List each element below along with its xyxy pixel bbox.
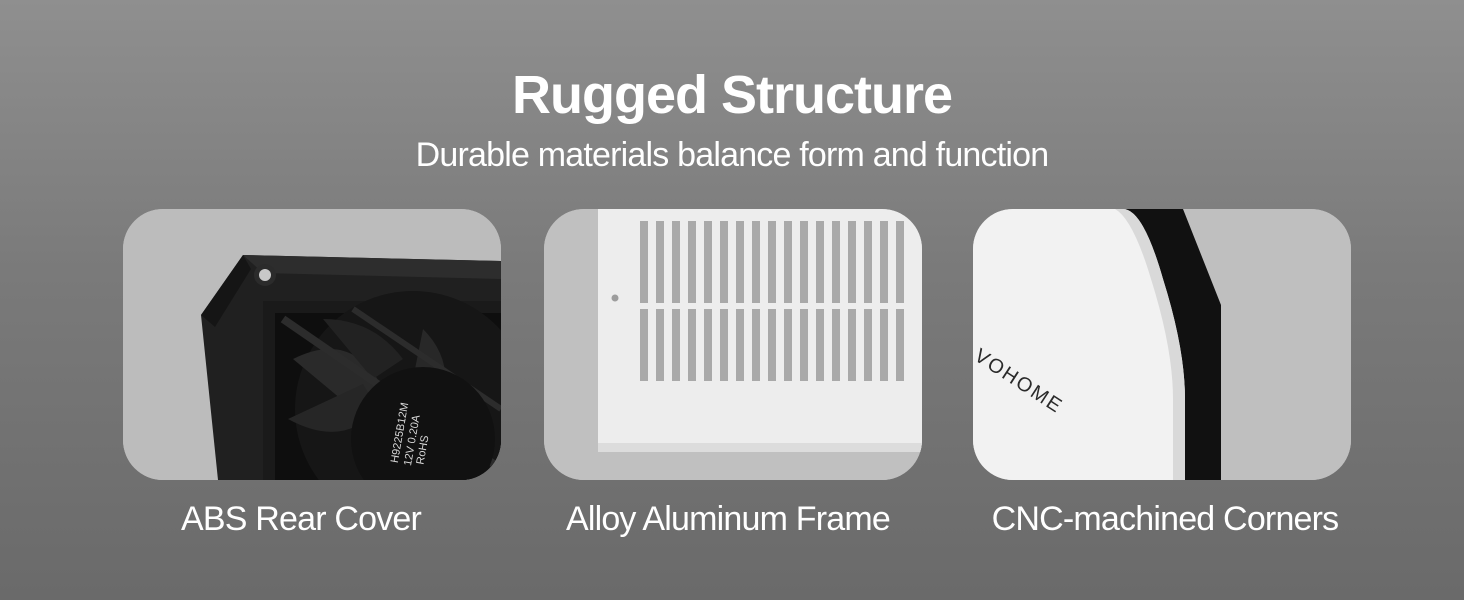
- feature-card-alloy-aluminum-frame: [544, 209, 922, 480]
- vent-slot: [672, 309, 680, 381]
- vent-slot: [816, 309, 824, 381]
- vent-slot: [800, 221, 808, 303]
- page-subtitle: Durable materials balance form and funct…: [415, 136, 1050, 174]
- feature-caption-cnc-machined-corners: CNC-machined Corners: [991, 500, 1340, 538]
- vent-slot: [768, 309, 776, 381]
- vent-slot: [640, 309, 648, 381]
- vent-slot: [832, 221, 840, 303]
- vent-slot: [736, 309, 744, 381]
- vent-slot: [752, 221, 760, 303]
- feature-caption-abs-rear-cover: ABS Rear Cover: [180, 500, 422, 538]
- vent-slot: [880, 221, 888, 303]
- vent-slot: [784, 221, 792, 303]
- vent-slot: [752, 309, 760, 381]
- vent-slot: [720, 309, 728, 381]
- vent-slot: [704, 221, 712, 303]
- vent-slot: [864, 309, 872, 381]
- vent-slot: [800, 309, 808, 381]
- fan-rear-cover-photo: H9225B12M 12V 0.20A RoHS: [123, 209, 501, 480]
- vent-slot: [848, 309, 856, 381]
- vent-slot: [768, 221, 776, 303]
- vent-slot: [816, 221, 824, 303]
- feature-card-abs-rear-cover: H9225B12M 12V 0.20A RoHS: [123, 209, 501, 480]
- vent-slot: [720, 221, 728, 303]
- vent-slot: [688, 309, 696, 381]
- vent-slot: [832, 309, 840, 381]
- vent-slot: [736, 221, 744, 303]
- page-title: Rugged Structure: [511, 65, 953, 125]
- vent-slot: [880, 309, 888, 381]
- feature-caption-alloy-aluminum-frame: Alloy Aluminum Frame: [565, 500, 891, 538]
- vent-slot: [864, 221, 872, 303]
- vent-slot: [688, 221, 696, 303]
- vent-slot: [656, 221, 664, 303]
- vent-slot: [672, 221, 680, 303]
- vent-slot: [848, 221, 856, 303]
- rounded-corner-photo: VOHOME: [973, 209, 1351, 480]
- vent-slot: [784, 309, 792, 381]
- feature-card-cnc-machined-corners: VOHOME: [973, 209, 1351, 480]
- vent-slot: [704, 309, 712, 381]
- vent-slot: [896, 309, 904, 381]
- vent-slot: [896, 221, 904, 303]
- vent-slot: [640, 221, 648, 303]
- fan-label-rohs: RoHS: [415, 435, 432, 466]
- vent-grille-photo: [544, 209, 922, 480]
- vent-slot: [656, 309, 664, 381]
